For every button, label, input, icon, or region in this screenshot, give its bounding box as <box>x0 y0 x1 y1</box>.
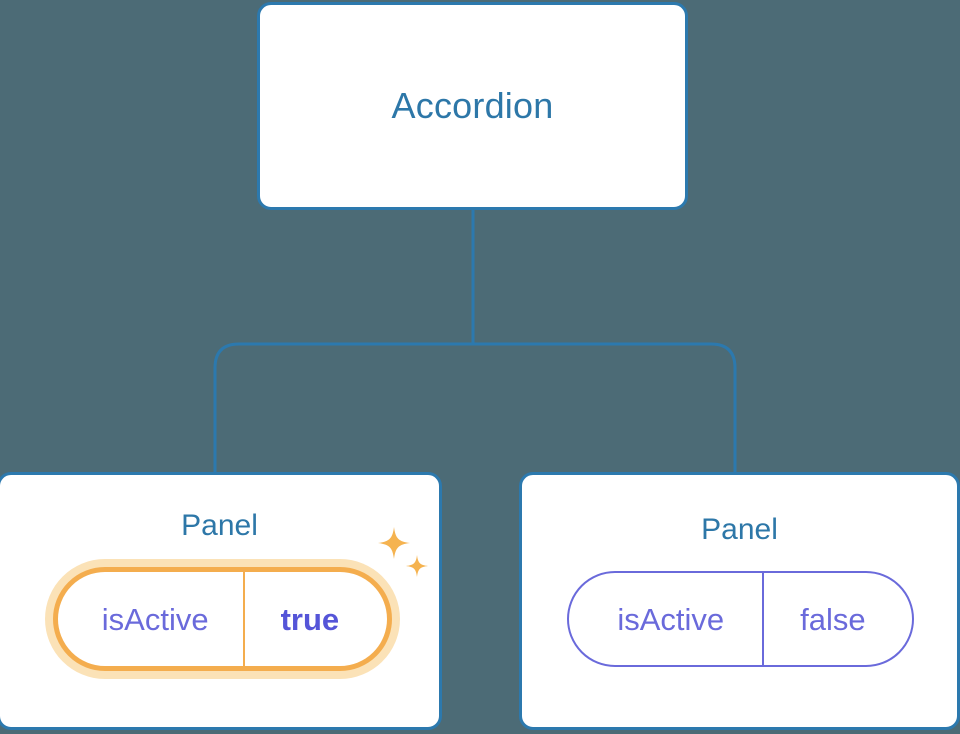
node-panel-left[interactable]: Panel isActive true <box>0 472 442 730</box>
prop-key-label: isActive <box>617 601 725 637</box>
connector-branch-right <box>473 342 737 472</box>
connector-branch-left <box>213 342 473 472</box>
sparkle-large-icon <box>378 527 411 559</box>
sparkles-group <box>378 527 429 577</box>
node-accordion[interactable]: Accordion <box>257 2 688 210</box>
node-panel-right[interactable]: Panel isActive false <box>519 472 960 730</box>
prop-pill-is-active-true[interactable]: isActive true <box>52 567 393 671</box>
node-panel-right-title: Panel <box>701 513 778 546</box>
sparkle-small-icon <box>406 555 429 577</box>
prop-value-label: false <box>762 573 911 665</box>
prop-pill-is-active-false[interactable]: isActive false <box>567 571 914 667</box>
prop-key-label: isActive <box>101 601 209 637</box>
node-panel-left-title: Panel <box>181 509 258 542</box>
prop-value-label: true <box>242 572 388 666</box>
prop-pill-wrap-right: isActive false <box>567 571 914 667</box>
node-accordion-title: Accordion <box>391 85 554 126</box>
prop-pill-wrap-left: isActive true <box>52 527 429 671</box>
